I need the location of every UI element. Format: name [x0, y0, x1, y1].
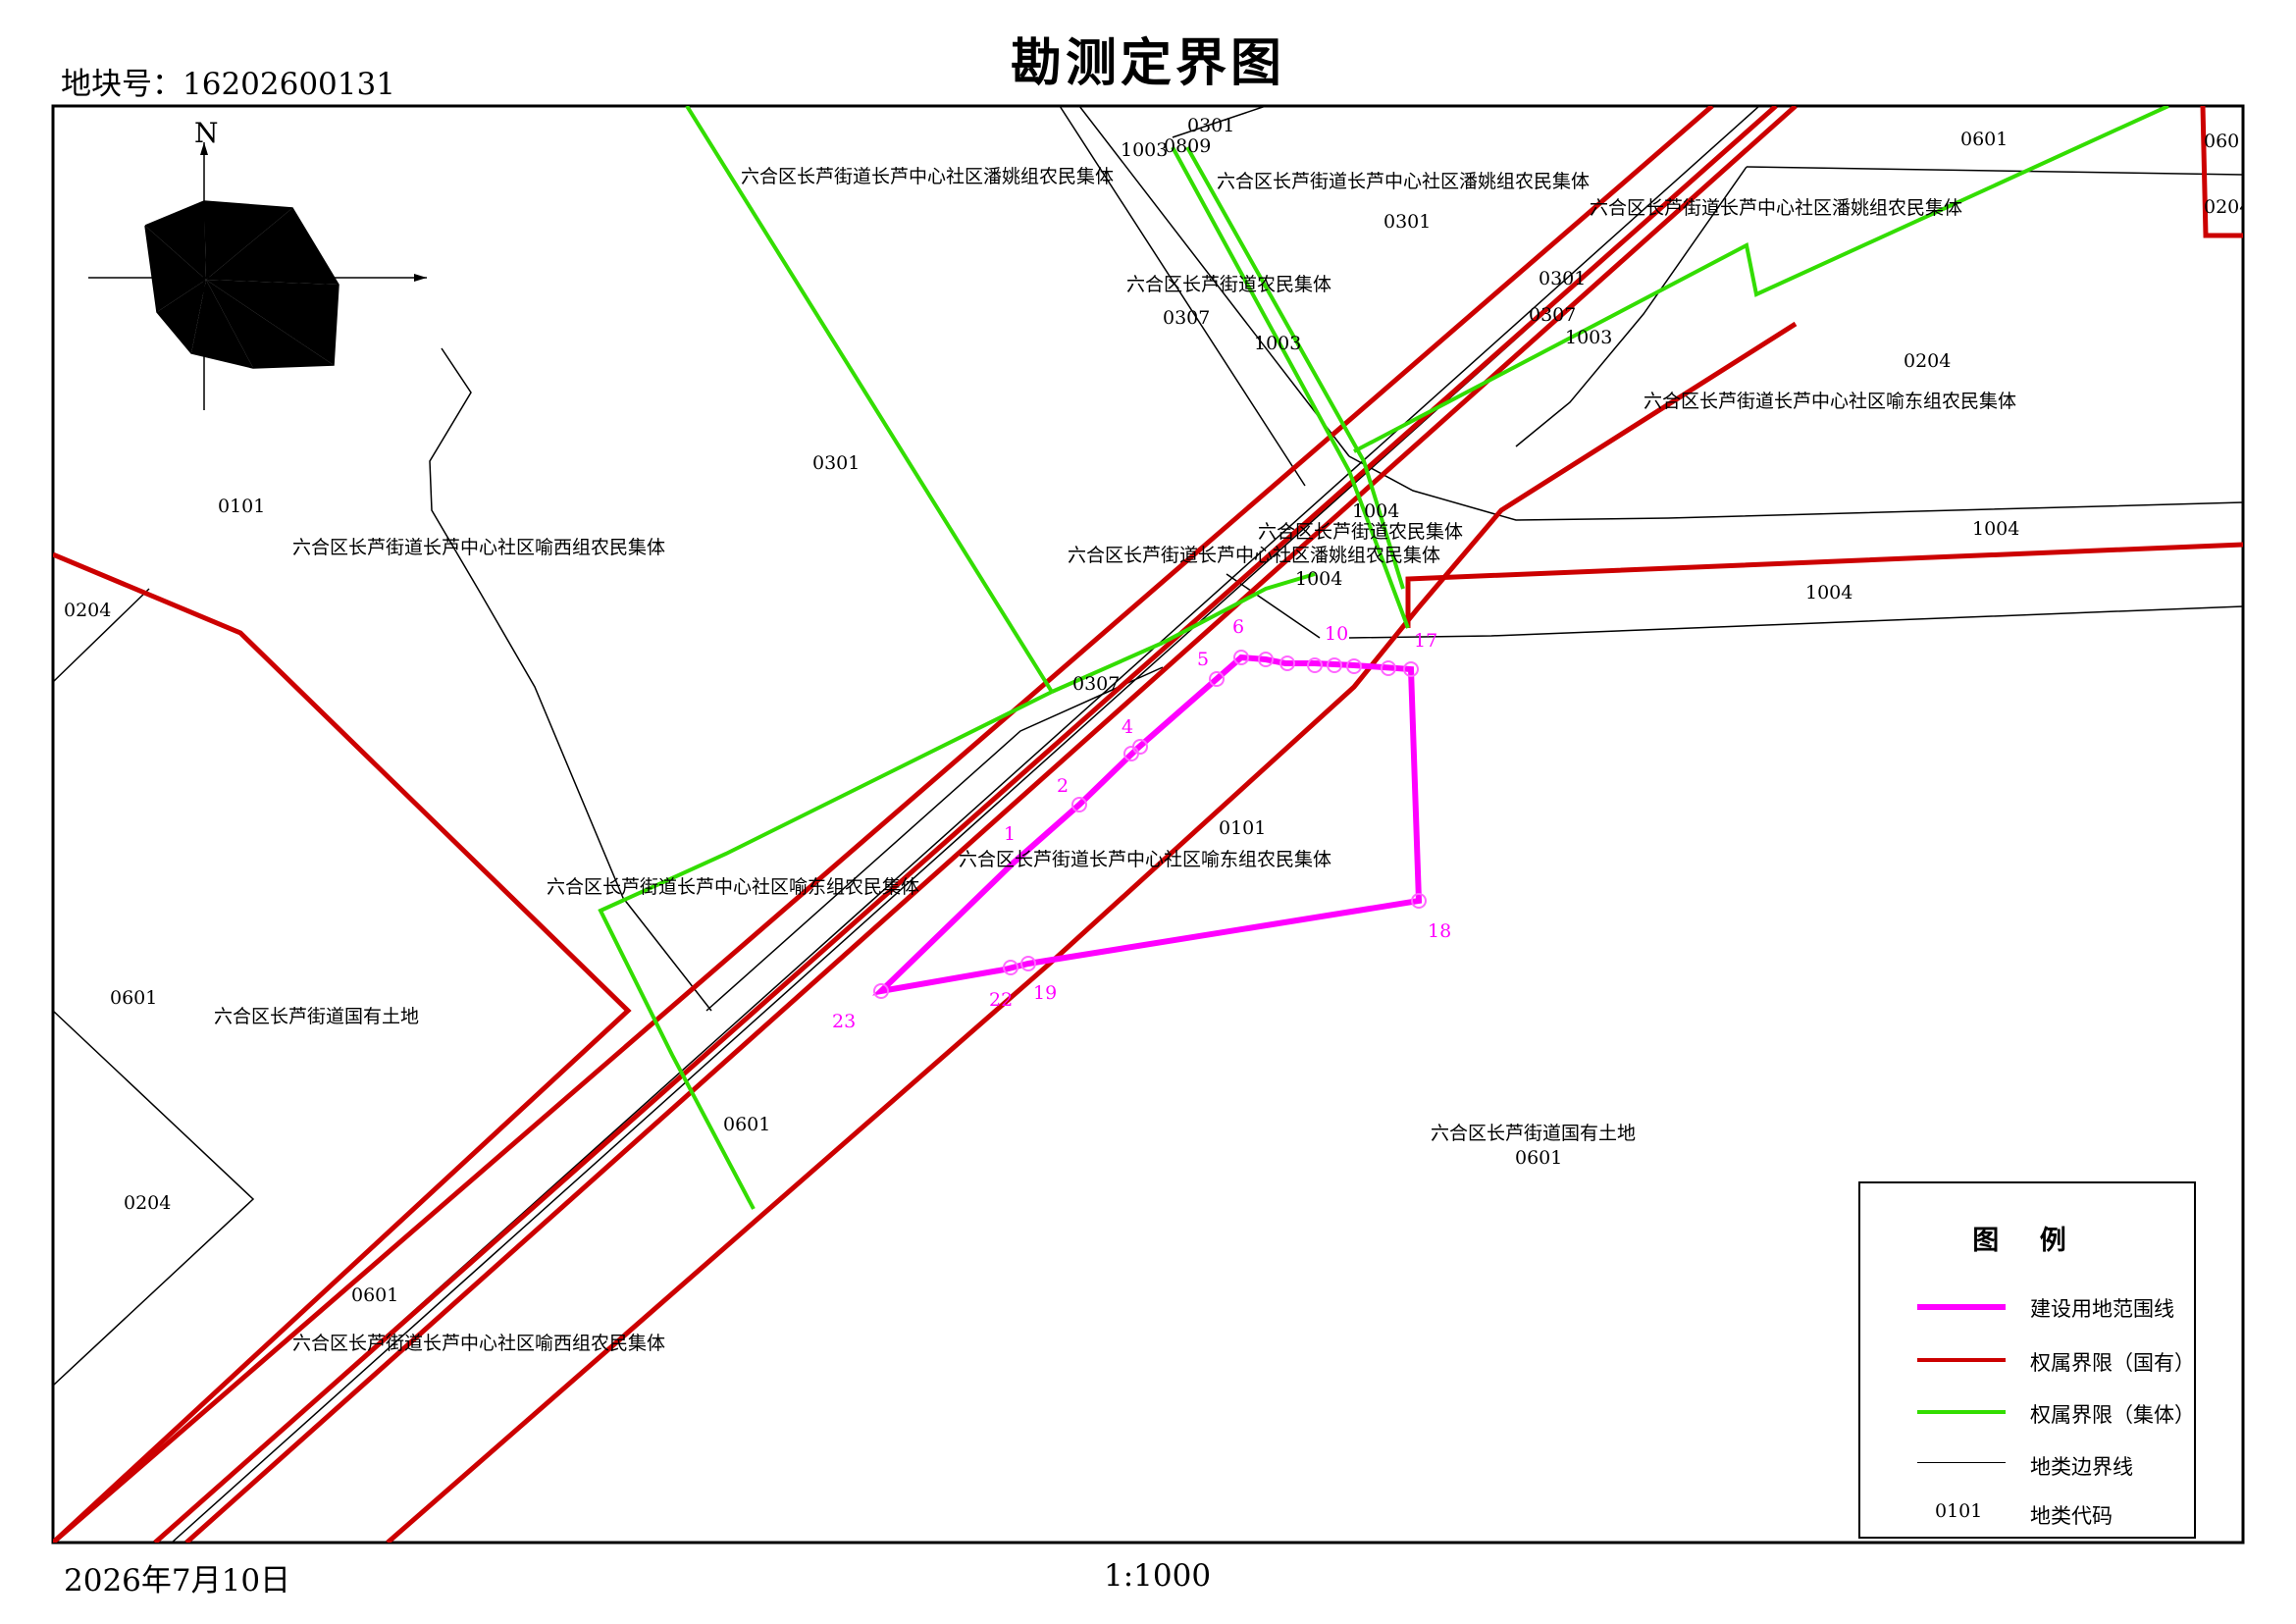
svg-text:6: 6 — [1232, 616, 1244, 638]
compass-north-label: N — [194, 117, 219, 149]
svg-text:23: 23 — [832, 1011, 856, 1032]
svg-text:5: 5 — [1197, 649, 1209, 670]
svg-text:1004: 1004 — [1295, 568, 1342, 590]
svg-text:六合区长芦街道长芦中心社区喻东组农民集体: 六合区长芦街道长芦中心社区喻东组农民集体 — [547, 876, 919, 898]
legend-code-sample: 0101 — [1935, 1500, 1983, 1522]
svg-text:六合区长芦街道长芦中心社区潘姚组农民集体: 六合区长芦街道长芦中心社区潘姚组农民集体 — [1068, 545, 1440, 566]
collective-boundary-lines — [598, 106, 2169, 1210]
legend-item-landclass-line: 地类边界线 — [1860, 1444, 2194, 1484]
magenta-line-icon — [1917, 1304, 2006, 1310]
svg-text:22: 22 — [989, 989, 1013, 1011]
svg-text:0101: 0101 — [1219, 817, 1266, 839]
owner-labels: 六合区长芦街道长芦中心社区潘姚组农民集体 六合区长芦街道长芦中心社区潘姚组农民集… — [214, 166, 2016, 1354]
legend-label: 地类代码 — [2030, 1504, 2113, 1528]
boundary-point-numbers: 1 2 4 5 6 10 17 18 19 22 23 — [832, 616, 1451, 1032]
svg-text:六合区长芦街道长芦中心社区喻东组农民集体: 六合区长芦街道长芦中心社区喻东组农民集体 — [1644, 391, 2016, 412]
svg-text:0204: 0204 — [2204, 196, 2251, 218]
svg-text:0204: 0204 — [124, 1192, 171, 1214]
svg-text:4: 4 — [1122, 716, 1133, 738]
svg-text:六合区长芦街道农民集体: 六合区长芦街道农民集体 — [1258, 521, 1463, 543]
svg-text:1003: 1003 — [1254, 333, 1301, 354]
black-line-icon — [1917, 1462, 2006, 1463]
compass-rose: N — [88, 117, 427, 410]
survey-date: 2026年7月10日 — [64, 1563, 291, 1598]
svg-text:六合区长芦街道长芦中心社区潘姚组农民集体: 六合区长芦街道长芦中心社区潘姚组农民集体 — [1217, 171, 1590, 192]
svg-text:0601: 0601 — [1515, 1147, 1562, 1169]
map-scale: 1:1000 — [1104, 1558, 1212, 1594]
svg-text:0307: 0307 — [1072, 673, 1120, 695]
svg-text:六合区长芦街道长芦中心社区潘姚组农民集体: 六合区长芦街道长芦中心社区潘姚组农民集体 — [741, 166, 1114, 187]
svg-text:18: 18 — [1428, 920, 1451, 942]
land-class-codes: 0301 1003 0809 0601 0601 0204 0301 0307 … — [64, 115, 2251, 1306]
legend-title: 图 例 — [1972, 1226, 2082, 1256]
svg-text:2: 2 — [1057, 775, 1069, 797]
legend: 图 例 建设用地范围线 权属界限（国有） 权属界限（集体） 地类边界线 0101… — [1858, 1181, 2196, 1539]
legend-item-site-boundary: 建设用地范围线 — [1860, 1286, 2194, 1326]
svg-text:0301: 0301 — [1383, 211, 1431, 233]
legend-item-state-boundary: 权属界限（国有） — [1860, 1340, 2195, 1380]
svg-text:0307: 0307 — [1163, 307, 1210, 329]
svg-text:0601: 0601 — [2204, 131, 2251, 152]
legend-item-collective-boundary: 权属界限（集体） — [1860, 1392, 2195, 1432]
svg-text:0601: 0601 — [351, 1284, 398, 1306]
svg-text:19: 19 — [1033, 982, 1057, 1004]
svg-text:1004: 1004 — [1972, 518, 2019, 540]
svg-text:0809: 0809 — [1164, 135, 1211, 157]
svg-text:0301: 0301 — [812, 452, 860, 474]
svg-text:六合区长芦街道长芦中心社区喻西组农民集体: 六合区长芦街道长芦中心社区喻西组农民集体 — [292, 1333, 665, 1354]
svg-text:1004: 1004 — [1805, 582, 1852, 603]
svg-text:0301: 0301 — [1187, 115, 1234, 136]
svg-text:六合区长芦街道国有土地: 六合区长芦街道国有土地 — [1431, 1123, 1636, 1144]
svg-text:0204: 0204 — [1904, 350, 1951, 372]
svg-text:0601: 0601 — [723, 1114, 770, 1135]
legend-label: 权属界限（集体） — [2030, 1403, 2195, 1427]
legend-item-land-code: 0101 地类代码 — [1860, 1493, 2194, 1533]
svg-text:0601: 0601 — [110, 987, 157, 1009]
red-line-icon — [1917, 1358, 2006, 1362]
svg-text:1: 1 — [1004, 823, 1016, 845]
svg-text:六合区长芦街道长芦中心社区潘姚组农民集体: 六合区长芦街道长芦中心社区潘姚组农民集体 — [1590, 197, 1962, 219]
map-title: 勘测定界图 — [1010, 33, 1285, 93]
svg-text:0601: 0601 — [1960, 129, 2008, 150]
legend-label: 建设用地范围线 — [2030, 1297, 2174, 1321]
svg-text:0307: 0307 — [1529, 304, 1576, 326]
svg-text:1003: 1003 — [1565, 327, 1612, 348]
legend-label: 地类边界线 — [2030, 1455, 2133, 1479]
green-line-icon — [1917, 1410, 2006, 1414]
svg-text:1003: 1003 — [1121, 139, 1168, 161]
svg-text:六合区长芦街道国有土地: 六合区长芦街道国有土地 — [214, 1006, 419, 1027]
svg-text:六合区长芦街道长芦中心社区喻西组农民集体: 六合区长芦街道长芦中心社区喻西组农民集体 — [292, 537, 665, 558]
svg-text:六合区长芦街道农民集体: 六合区长芦街道农民集体 — [1126, 274, 1331, 295]
parcel-number: 地块号：16202600131 — [61, 67, 395, 102]
legend-label: 权属界限（国有） — [2030, 1351, 2195, 1375]
svg-text:17: 17 — [1414, 630, 1437, 652]
svg-text:1004: 1004 — [1352, 500, 1399, 522]
svg-text:六合区长芦街道长芦中心社区喻东组农民集体: 六合区长芦街道长芦中心社区喻东组农民集体 — [959, 849, 1331, 870]
svg-text:0101: 0101 — [218, 496, 265, 517]
state-boundary-lines — [53, 106, 2243, 1543]
svg-text:0301: 0301 — [1539, 268, 1586, 289]
svg-text:10: 10 — [1325, 623, 1348, 645]
site-boundary — [871, 650, 1427, 999]
svg-text:0204: 0204 — [64, 600, 111, 621]
